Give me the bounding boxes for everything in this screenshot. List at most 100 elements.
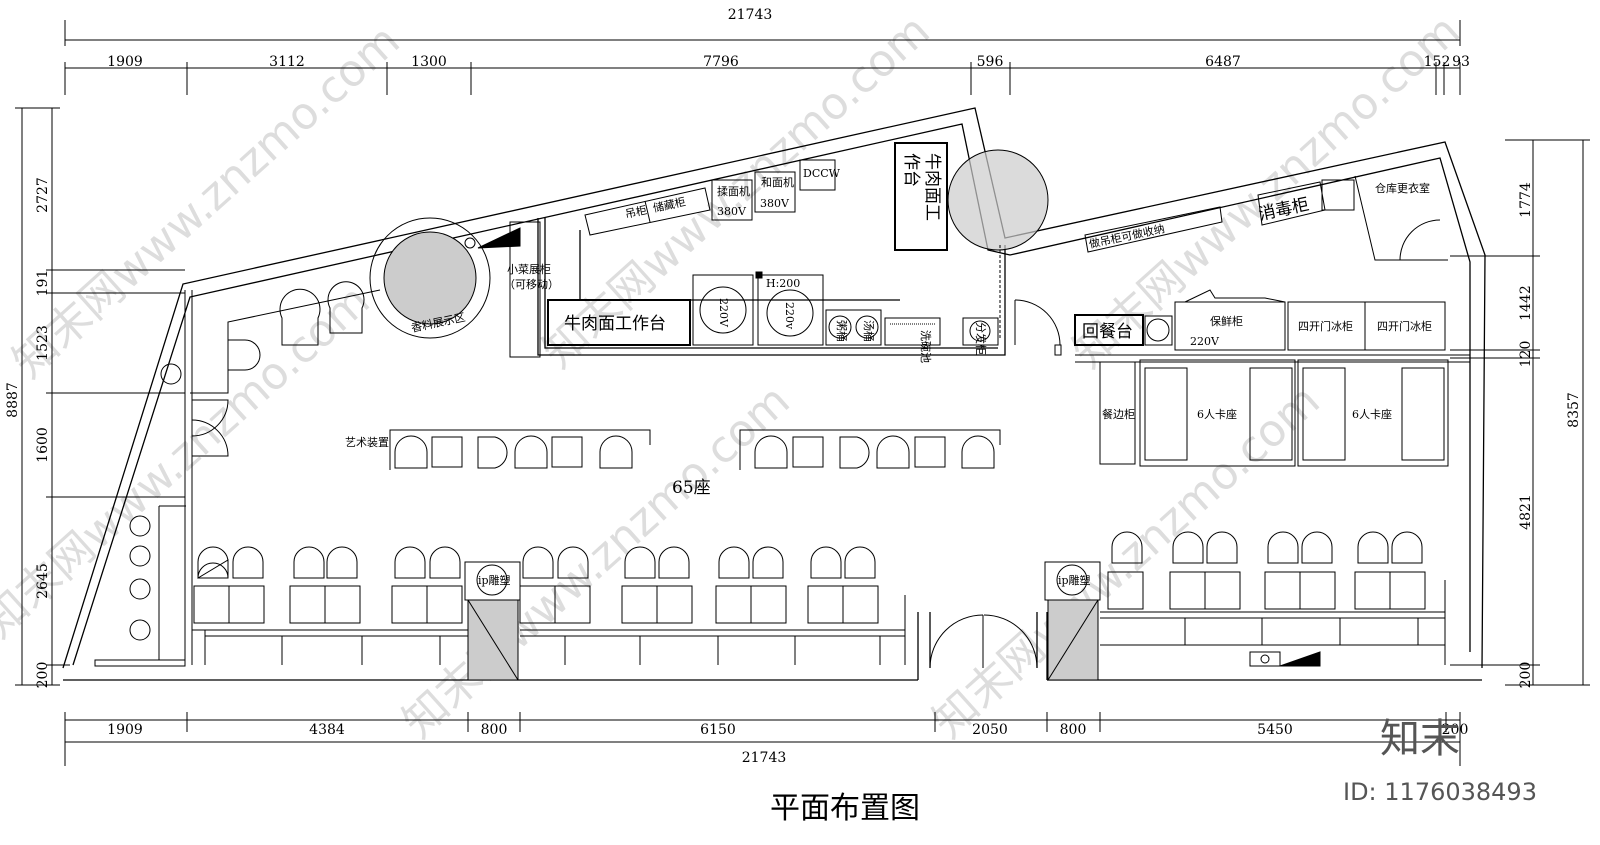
fresh-label: 保鲜柜 [1210, 314, 1243, 328]
kitchen-exit-door[interactable] [1014, 299, 1062, 356]
v380-2-label: 380V [760, 197, 790, 210]
counter-left [190, 289, 381, 394]
drawing-title: 平面布置图 [770, 791, 920, 826]
pole [464, 237, 476, 249]
dispenser-label: 分发柜 [974, 322, 988, 355]
bottom-center-seating [519, 546, 906, 665]
chairs-near-spice [279, 281, 365, 346]
workbench-label: 牛肉面工作台 [564, 314, 666, 334]
bottom-dim-1: 1909 [107, 722, 143, 738]
booth-2: 6人卡座 [1297, 359, 1449, 467]
workbench-vertical: 牛肉面工 作台 [894, 142, 948, 251]
stove-1: 220V [692, 274, 754, 346]
left-dim-1: 2727 [35, 177, 51, 213]
right-dim-4: 4821 [1518, 494, 1534, 530]
left-dim-3: 1523 [35, 325, 51, 361]
workbench-vertical-label-1: 牛肉面工 [922, 153, 942, 221]
bottom-overall-dim: 21743 [742, 750, 787, 766]
fridge-2-label: 四开门冰柜 [1377, 319, 1432, 333]
soup-label: 汤桶 [862, 320, 876, 342]
right-dim-2: 1442 [1518, 285, 1534, 321]
top-overall-dim: 21743 [728, 7, 773, 23]
h200-label: H:200 [766, 277, 800, 290]
bottom-dim-7: 5450 [1257, 722, 1293, 738]
right-dim-1: 1774 [1518, 182, 1534, 218]
booth-1-label: 6人卡座 [1197, 407, 1237, 421]
left-dimensions: 8887 2727 191 1523 1600 2645 200 [5, 107, 185, 689]
ip-sculpture-1: ip雕塑 [464, 561, 521, 681]
workbench-vertical-label-2: 作台 [901, 153, 921, 187]
top-dim-7: 152 [1424, 54, 1451, 70]
top-dim-5: 596 [977, 54, 1004, 70]
side-cabinet: 餐边柜 [1099, 361, 1136, 465]
bottom-dim-2: 4384 [309, 722, 345, 738]
left-door[interactable] [191, 399, 229, 457]
chair [228, 339, 261, 371]
left-overall-dim: 8887 [5, 382, 21, 418]
fresh-voltage: 220V [1190, 335, 1220, 348]
right-overall-dim: 8357 [1566, 392, 1582, 428]
booth-1: 6人卡座 [1139, 359, 1296, 467]
sink-label: 洗碗池 [919, 330, 933, 363]
watermark-6: 知末网www.znzmo.com [923, 375, 1329, 748]
center-bar-2 [739, 429, 1001, 470]
left-partition [94, 290, 193, 667]
ip-1-label: ip雕塑 [478, 573, 511, 587]
seat-count-label: 65座 [672, 478, 711, 498]
entrance-door[interactable] [929, 614, 1038, 669]
noodle-machine-1-label: 揉面机 [717, 184, 750, 198]
booth-2-label: 6人卡座 [1352, 407, 1392, 421]
fresh-cabinet: 保鲜柜 220V [1174, 289, 1286, 351]
bottom-dim-6: 800 [1060, 722, 1087, 738]
warehouse-label: 仓库更衣室 [1375, 181, 1430, 195]
dccw-label: DCCW [803, 167, 841, 180]
left-dim-2: 191 [35, 270, 51, 297]
watermark-layer: 知末网www.znzmo.com 知末网www.znzmo.com 知末网www… [0, 5, 1470, 748]
bottom-dim-3: 800 [481, 722, 508, 738]
left-decorative-circles [129, 363, 182, 641]
noodle-machines: 揉面机 和面机 380V 380V DCCW [711, 159, 841, 221]
sink: 洗碗池 [884, 317, 941, 363]
ip-2-label: ip雕塑 [1058, 573, 1091, 587]
bottom-right-seating [1100, 531, 1445, 667]
site-logo: 知末 [1380, 716, 1460, 762]
v380-1-label: 380V [717, 205, 747, 218]
noodle-machine-2-label: 和面机 [761, 175, 794, 189]
top-dim-3: 1300 [411, 54, 447, 70]
warehouse-room: 仓库更衣室 [1354, 175, 1448, 261]
kitchen-workbench: 牛肉面工作台 [547, 299, 691, 346]
left-dim-6: 200 [35, 662, 51, 689]
top-dimensions: 21743 1909 3112 1300 7796 596 6487 152 9… [64, 7, 1470, 95]
storage-cabinet-label: 储藏柜 [652, 194, 687, 215]
right-dim-3: 120 [1518, 341, 1534, 368]
hanging-storage-label: 做吊柜可做收纳 [1088, 221, 1166, 251]
bottom-dimensions: 1909 4384 800 6150 2050 800 5450 200 217… [64, 712, 1469, 766]
column-circle-1 [947, 149, 1049, 251]
fridges: 四开门冰柜 四开门冰柜 [1287, 301, 1446, 351]
bottom-left-seating [192, 546, 470, 665]
art-label: 艺术装置 [345, 436, 389, 449]
top-dim-2: 3112 [269, 54, 305, 70]
left-dim-5: 2645 [35, 563, 51, 599]
hanging-storage-row: 吊柜 储藏柜 [584, 187, 711, 236]
top-dim-8: 93 [1452, 54, 1470, 70]
left-dim-4: 1600 [35, 427, 51, 463]
right-dimensions: 8357 1774 1442 120 4821 200 [1450, 139, 1590, 689]
spice-display: 香料展示区 [369, 217, 491, 339]
center-bar-1: 艺术装置 [345, 429, 651, 470]
hanging-cabinet-label: 吊柜 [624, 204, 648, 221]
return-counter: 回餐台 [1074, 314, 1173, 346]
bottom-dim-8: 200 [1442, 722, 1469, 738]
bottom-dim-5: 2050 [972, 722, 1008, 738]
snack-label: 小菜展柜 [507, 263, 551, 276]
dispenser: 分发柜 [962, 317, 999, 355]
return-counter-label: 回餐台 [1082, 322, 1133, 342]
right-dim-5: 200 [1518, 662, 1534, 689]
top-dim-6: 6487 [1205, 54, 1241, 70]
stove-2-label: 220v [783, 302, 796, 330]
bottom-dim-4: 6150 [700, 722, 736, 738]
ip-sculpture-2: ip雕塑 [1044, 561, 1101, 681]
top-dim-4: 7796 [703, 54, 739, 70]
stove-2: H:200 220v [755, 271, 824, 346]
